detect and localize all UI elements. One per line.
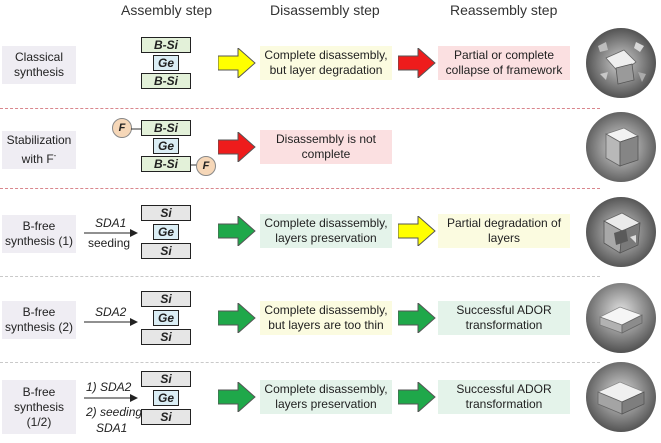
layer-b-si: B-Si [141,156,191,172]
arrow-yellow-icon [218,48,256,78]
layer-si: Si [141,243,191,259]
row-divider [0,276,600,277]
header-disassembly: Disassembly step [270,2,380,18]
reaction-arrow [84,394,138,402]
step2-sda-label: SDA1 [96,421,128,435]
layer-ge: Ge [153,310,179,326]
successful-ador-image [586,362,656,432]
layer-ge: Ge [153,390,179,406]
reassembly-result: Successful ADOR transformation [438,301,570,335]
layer-ge: Ge [153,224,179,240]
successful-ador-image [586,283,656,353]
seeding-label: seeding [88,236,131,250]
reassembly-result: Partial degradation of layers [438,214,570,248]
header-reassembly: Reassembly step [450,2,558,18]
row-label: B-free synthesis (1) [2,215,76,253]
arrow-red-icon [398,48,436,78]
row-divider [0,188,600,189]
step1-label: 1) SDA2 [86,380,132,394]
fluoride-circle: F [112,118,132,138]
row-label: B-free synthesis (2) [2,301,76,339]
arrow-green-icon [218,382,256,412]
layer-b-si: B-Si [141,120,191,136]
layer-ge: Ge [153,55,179,71]
layer-si: Si [141,291,191,307]
header-assembly: Assembly step [121,2,213,18]
reaction-arrow [84,229,138,237]
collapsed-framework-image [586,28,656,98]
layer-b-si: B-Si [141,73,191,89]
row-divider [0,362,600,363]
disassembly-result: Complete disassembly, but layers are too… [260,301,392,335]
disassembly-result: Complete disassembly, but layer degradat… [260,46,392,80]
step2-label: 2) seeding [86,405,143,419]
layer-si: Si [141,371,191,387]
arrow-green-icon [398,303,436,333]
layer-si: Si [141,205,191,221]
disassembly-result: Disassembly is not complete [260,130,392,164]
sda-label: SDA2 [95,305,127,319]
fluoride-circle: F [196,156,216,176]
layer-si: Si [141,409,191,425]
arrow-red-icon [218,132,256,162]
disassembly-result: Complete disassembly, layers preservatio… [260,214,392,248]
layer-b-si: B-Si [141,37,191,53]
layer-ge: Ge [153,138,179,154]
arrow-green-icon [398,382,436,412]
arrow-green-icon [218,216,256,246]
arrow-green-icon [218,303,256,333]
arrow-yellow-icon [398,216,436,246]
row-label: B-free synthesis (1/2) [2,380,76,434]
sda-label: SDA1 [95,216,127,230]
row-label: Stabilization with F- [2,131,76,169]
row-divider [0,108,600,109]
row-label: Classical synthesis [2,46,76,84]
layer-si: Si [141,329,191,345]
reassembly-result: Partial or complete collapse of framewor… [438,46,570,80]
disassembly-result: Complete disassembly, layers preservatio… [260,380,392,414]
degraded-layers-image [586,197,656,267]
reaction-arrow [84,318,138,326]
reassembly-result: Successful ADOR transformation [438,380,570,414]
intact-cube-image [586,112,656,182]
